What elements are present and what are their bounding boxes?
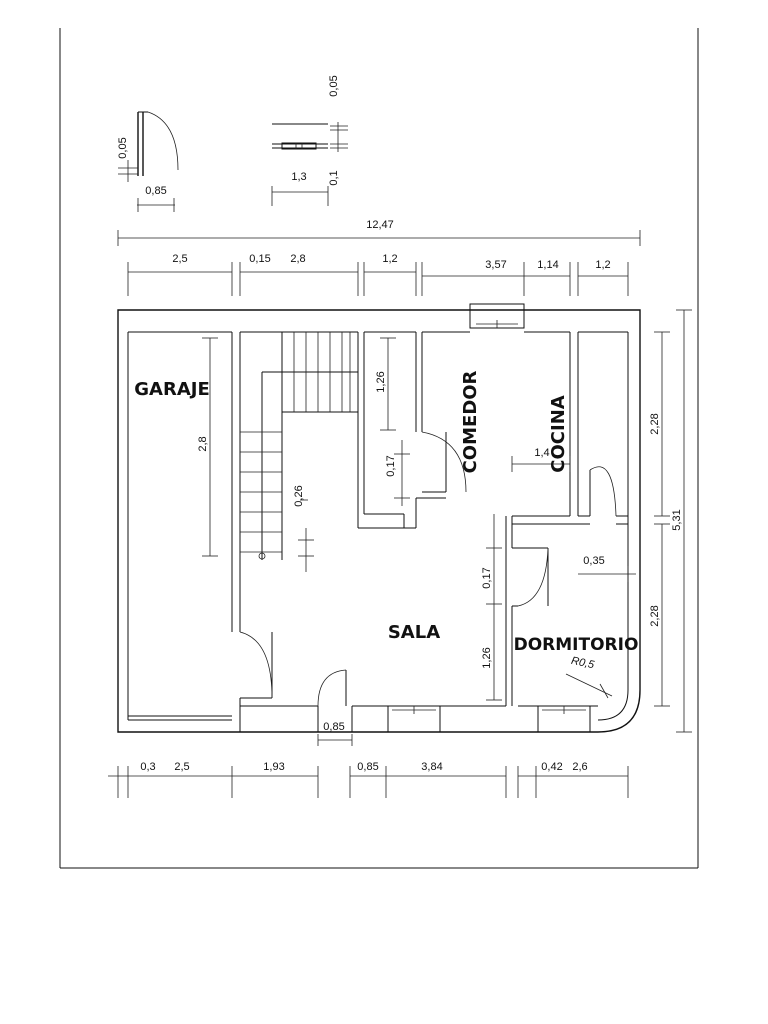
sheet-border (59, 28, 699, 869)
legend-window-depth-label: 0,1 (328, 170, 340, 185)
interior-walls (357, 331, 628, 706)
dim-front-door: 0,85 (323, 721, 344, 733)
legend-door-symbol (118, 111, 179, 212)
dim-top-right: 1,2 (595, 259, 610, 271)
door-garaje-sala (239, 631, 273, 699)
dim-comedor-wall-b: 0,17 (385, 455, 397, 476)
top-dimension-lines (117, 230, 641, 296)
right-dimension-lines (654, 309, 692, 733)
dim-right-lower: 2,28 (649, 605, 661, 626)
dim-bottom-door: 0,85 (357, 761, 378, 773)
window-top (469, 303, 525, 329)
dim-top-garaje: 2,5 (172, 253, 187, 265)
door-front (317, 669, 347, 707)
room-label-comedor: COMEDOR (460, 370, 481, 473)
dim-comedor-wall-a: 1,26 (375, 371, 387, 392)
dim-top-comedor: 3,57 (485, 259, 506, 271)
dim-right-total: 5,31 (671, 509, 683, 530)
legend-window-symbol (271, 122, 348, 206)
staircase (240, 332, 358, 560)
dim-corner-radius: R0,5 (570, 655, 596, 672)
dim-bottom-dormitorio: 2,6 (572, 761, 587, 773)
legend-door-wall-label: 0,05 (117, 137, 129, 158)
dim-garaje-height: 2,8 (197, 436, 209, 451)
dim-top-cocina: 1,14 (537, 259, 558, 271)
dim-top-stair: 2,8 (290, 253, 305, 265)
interior-dimension-lines (202, 337, 636, 746)
dim-dormitorio-gap: 0,35 (583, 555, 604, 567)
dim-right-upper: 2,28 (649, 413, 661, 434)
legend-door-width-label: 0,85 (145, 185, 166, 197)
dim-top-wall: 0,15 (249, 253, 270, 265)
legend-window-width-label: 1,3 (291, 171, 306, 183)
door-comedor (421, 431, 467, 493)
dim-bottom-garaje: 2,5 (174, 761, 189, 773)
legend-window-wall-label: 0,05 (328, 75, 340, 96)
room-label-sala: SALA (388, 622, 440, 643)
dim-bottom-wall-right: 0,42 (541, 761, 562, 773)
door-sala-dormitorio (517, 547, 549, 607)
dim-sala-wall-a: 0,17 (481, 567, 493, 588)
dim-bottom-sala-left: 1,93 (263, 761, 284, 773)
window-front-dormitorio (537, 705, 591, 733)
room-label-garaje: GARAJE (134, 379, 210, 400)
window-front-sala (387, 705, 441, 733)
dim-total-width: 12,47 (366, 219, 394, 231)
dim-top-hall: 1,2 (382, 253, 397, 265)
dim-stair-gap: 0,26 (293, 485, 305, 506)
room-label-cocina: COCINA (548, 395, 569, 472)
bottom-dimension-lines (108, 766, 629, 798)
dim-sala-wall-b: 1,26 (481, 647, 493, 668)
dim-bottom-sala-right: 3,84 (421, 761, 442, 773)
door-cocina-dormitorio (589, 466, 617, 517)
dim-cocina-width: 1,4 (534, 447, 549, 459)
room-label-dormitorio: DORMITORIO (514, 635, 639, 655)
dim-bottom-wall: 0,3 (140, 761, 155, 773)
